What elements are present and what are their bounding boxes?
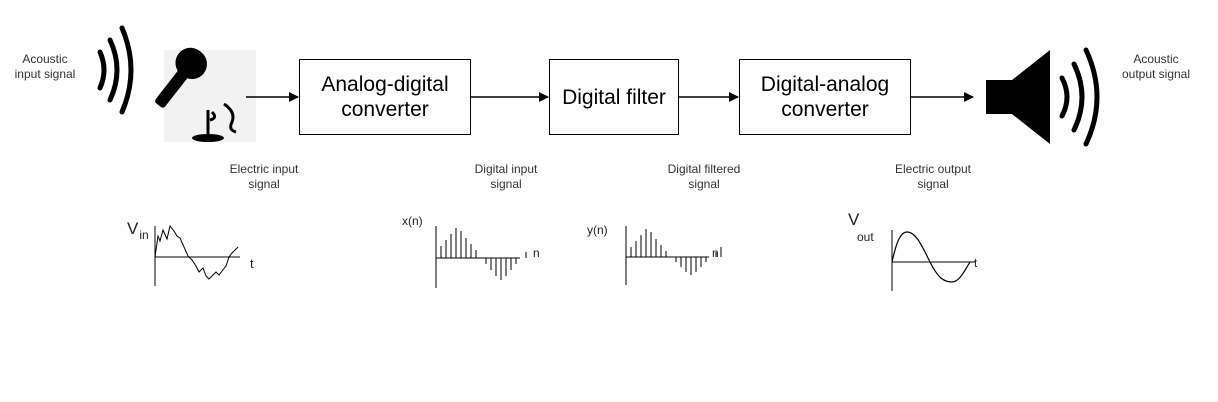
vout-subscript: out — [857, 230, 874, 244]
electric-input-label: Electric input signal — [210, 162, 318, 192]
plot-yn — [625, 226, 722, 285]
plot-vin — [154, 224, 240, 286]
digital-filtered-line1: Digital filtered — [667, 162, 741, 176]
acoustic-output-line1: Acoustic — [1133, 52, 1179, 66]
digital-filtered-line2: signal — [688, 177, 720, 191]
plot-vin-waveform — [154, 224, 239, 280]
adc-label-line2: converter — [341, 98, 429, 121]
plot-yn-stems — [630, 229, 722, 275]
vout-axis-label: t — [974, 256, 978, 270]
electric-output-line1: Electric output — [894, 162, 972, 176]
vin-symbol: Vin — [127, 219, 149, 242]
digital-input-line2: signal — [490, 177, 522, 191]
dac-label-line1: Digital-analog — [760, 73, 890, 96]
acoustic-input-line1: Acoustic — [22, 52, 68, 66]
electric-output-label: Electric output signal — [876, 162, 990, 192]
xn-axis-label: n — [533, 246, 540, 260]
acoustic-output-label: Acoustic output signal — [1106, 52, 1206, 82]
vin-subscript: in — [139, 228, 149, 242]
filter-label: Digital filter — [562, 85, 666, 109]
digital-input-label: Digital input signal — [452, 162, 560, 192]
adc-label-line1: Analog-digital — [321, 73, 449, 96]
acoustic-input-line2: input signal — [14, 67, 76, 81]
xn-symbol: x(n) — [402, 214, 423, 228]
electric-input-line2: signal — [248, 177, 280, 191]
plot-vout-sine — [891, 231, 971, 283]
electric-input-line1: Electric input — [229, 162, 299, 176]
speaker-icon — [986, 47, 1100, 147]
sound-waves-icon — [97, 25, 134, 115]
digital-filtered-label: Digital filtered signal — [648, 162, 760, 192]
plot-xn — [435, 226, 527, 288]
vout-symbol: V — [848, 210, 859, 230]
digital-input-line1: Digital input — [474, 162, 538, 176]
vin-axis-label: t — [250, 256, 254, 271]
yn-symbol: y(n) — [587, 223, 608, 237]
dac-label-line2: converter — [781, 98, 869, 121]
acoustic-output-line2: output signal — [1121, 67, 1191, 81]
digital-filter-block: Digital filter — [549, 59, 679, 135]
plot-xn-stems — [440, 228, 527, 280]
microphone-icon — [155, 47, 256, 142]
plot-vout — [891, 230, 975, 291]
vout-symbol-letter: V — [848, 210, 860, 229]
yn-axis-label: n — [712, 246, 719, 260]
electric-output-line2: signal — [917, 177, 949, 191]
acoustic-input-label: Acoustic input signal — [0, 52, 90, 82]
vin-symbol-letter: V — [127, 219, 139, 238]
